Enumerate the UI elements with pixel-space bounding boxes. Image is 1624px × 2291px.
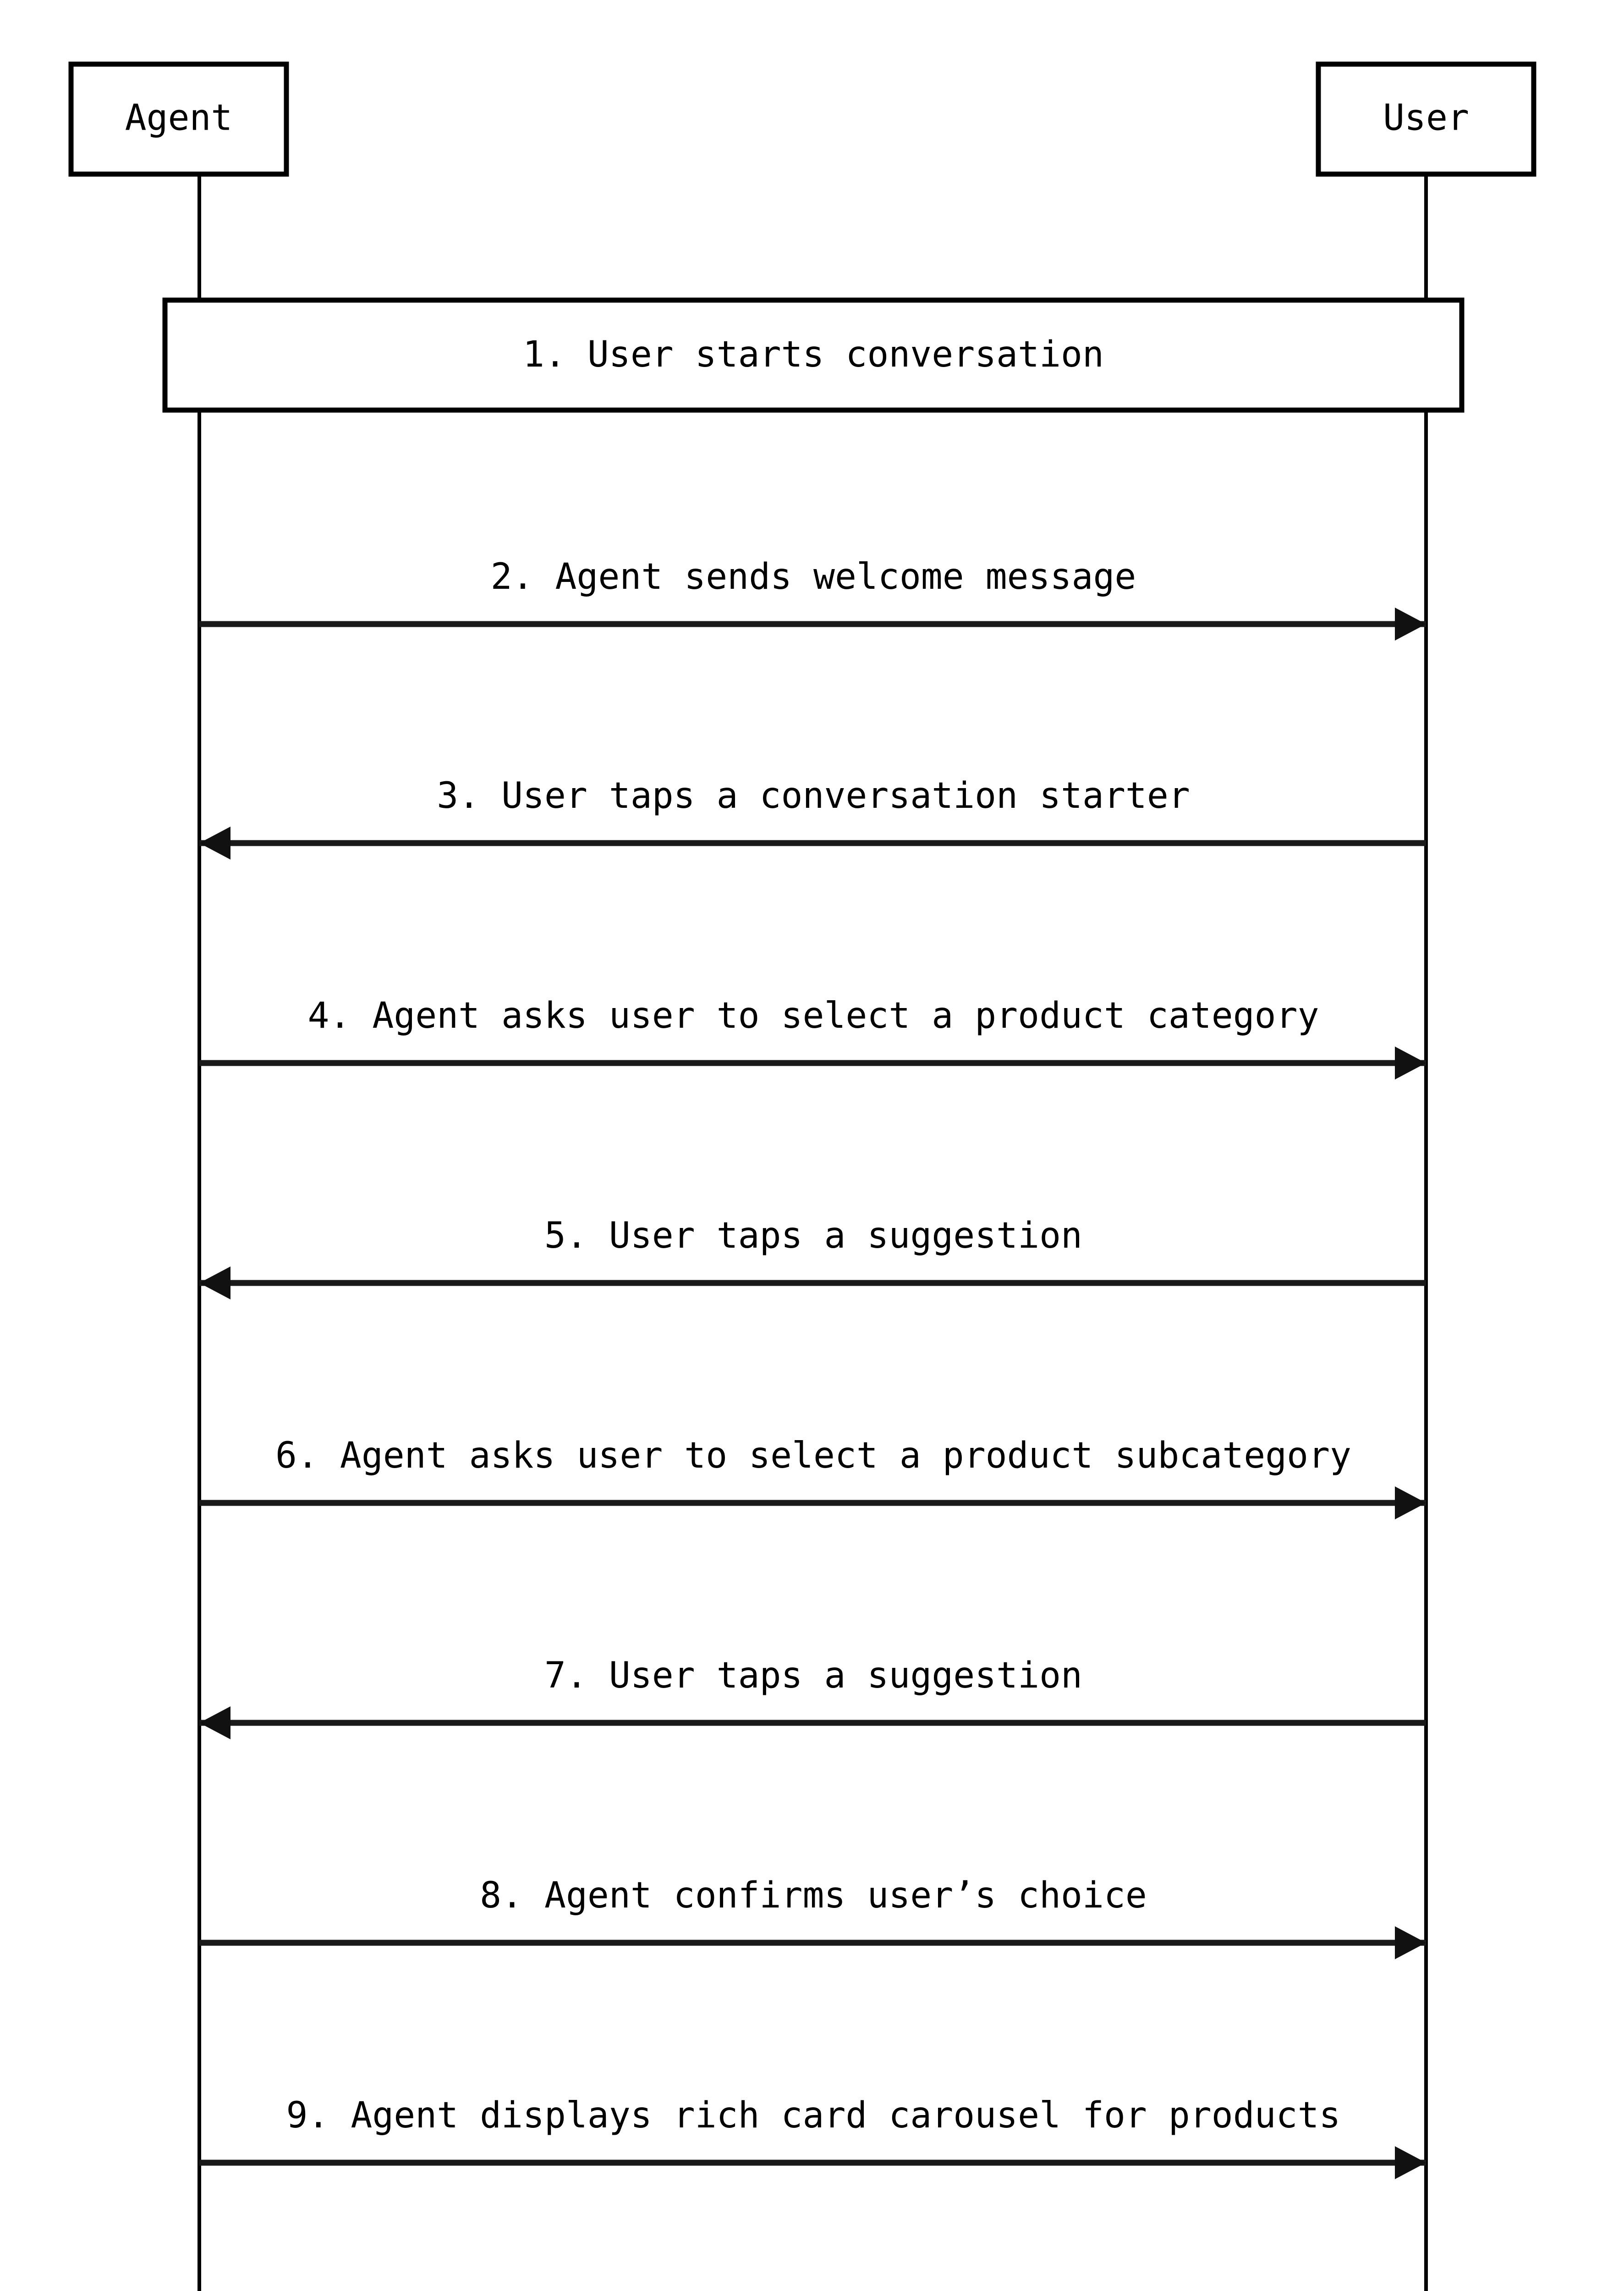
message-label-7: 7. User taps a suggestion xyxy=(544,1655,1082,1696)
lifelines-layer xyxy=(198,174,1428,2291)
note-label: 1. User starts conversation xyxy=(523,334,1104,375)
message-step-7[interactable]: 7. User taps a suggestion xyxy=(199,1655,1426,1739)
message-label-line-7-0: 7. User taps a suggestion xyxy=(544,1655,1082,1696)
notes-layer: 1. User starts conversation xyxy=(162,297,1465,413)
message-label-3: 3. User taps a conversation starter xyxy=(437,775,1190,817)
message-step-5[interactable]: 5. User taps a suggestion xyxy=(199,1215,1426,1299)
message-step-6[interactable]: 6. Agent asks user to select a product s… xyxy=(199,1435,1426,1519)
message-arrowhead-3 xyxy=(199,827,230,860)
message-step-2[interactable]: 2. Agent sends welcome message xyxy=(199,556,1426,641)
message-arrowhead-4 xyxy=(1395,1047,1426,1080)
message-label-line-2-0: 2. Agent sends welcome message xyxy=(491,556,1136,597)
message-step-9[interactable]: 9. Agent displays rich card carousel for… xyxy=(199,2095,1426,2179)
message-label-8: 8. Agent confirms user’s choice xyxy=(480,1875,1147,1916)
message-arrowhead-9 xyxy=(1395,2146,1426,2179)
actors-layer: AgentAgentUserUser xyxy=(68,61,1536,177)
message-label-6: 6. Agent asks user to select a product s… xyxy=(275,1435,1351,1476)
message-label-line-6-0: 6. Agent asks user to select a product s… xyxy=(275,1435,1351,1476)
actor-box-rect-agent-top xyxy=(68,61,289,177)
message-label-5: 5. User taps a suggestion xyxy=(544,1215,1082,1256)
message-label-line-9-0: 9. Agent displays rich card carousel for… xyxy=(286,2095,1340,2136)
message-arrowhead-6 xyxy=(1395,1486,1426,1519)
message-label-4: 4. Agent asks user to select a product c… xyxy=(307,995,1319,1036)
message-step-4[interactable]: 4. Agent asks user to select a product c… xyxy=(199,995,1426,1080)
message-arrowhead-5 xyxy=(199,1266,230,1299)
message-label-line-3-0: 3. User taps a conversation starter xyxy=(437,775,1190,817)
actor-box-rect-user-top xyxy=(1316,61,1536,177)
messages-layer: 2. Agent sends welcome message 3. User ta… xyxy=(199,556,1426,2179)
message-arrowhead-7 xyxy=(199,1706,230,1739)
actor-label-user-top: User xyxy=(1383,97,1469,138)
message-label-9: 9. Agent displays rich card carousel for… xyxy=(286,2095,1340,2136)
message-step-8[interactable]: 8. Agent confirms user’s choice xyxy=(199,1875,1426,1959)
note-rect xyxy=(162,297,1465,413)
actor-box-agent-top[interactable]: Agent xyxy=(68,61,289,177)
message-label-line-5-0: 5. User taps a suggestion xyxy=(544,1215,1082,1256)
message-label-line-8-0: 8. Agent confirms user’s choice xyxy=(480,1875,1147,1916)
note-step-1[interactable]: 1. User starts conversation xyxy=(162,297,1465,413)
actor-label-agent-top: Agent xyxy=(125,97,233,138)
message-arrowhead-8 xyxy=(1395,1926,1426,1959)
message-step-3[interactable]: 3. User taps a conversation starter xyxy=(199,775,1426,860)
message-arrowhead-2 xyxy=(1395,608,1426,641)
message-label-line-4-0: 4. Agent asks user to select a product c… xyxy=(307,995,1319,1036)
actor-box-user-top[interactable]: User xyxy=(1316,61,1536,177)
message-label-2: 2. Agent sends welcome message xyxy=(491,556,1136,597)
